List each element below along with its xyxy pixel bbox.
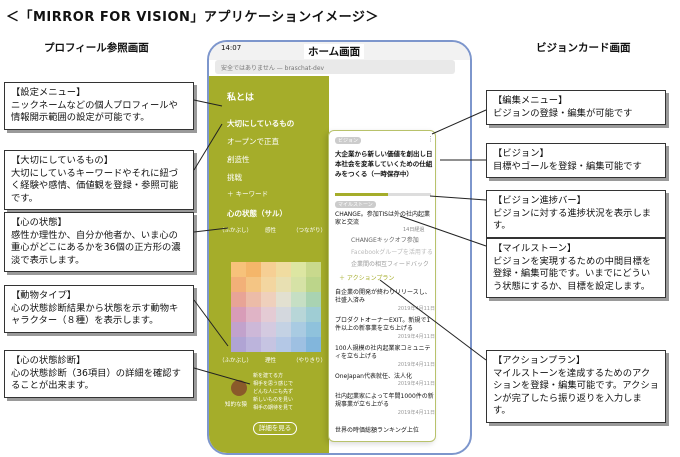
callout-action-plan: 【アクションプラン】マイルストーンを達成するためのアクションを登録・編集可能です… <box>486 350 666 423</box>
section-label-profile: プロフィール参照画面 <box>44 42 149 54</box>
milestone-link[interactable]: Facebookグループを活用する <box>351 249 433 256</box>
vision-label: ビジョン <box>335 137 362 144</box>
milestone-count: 14日経過 <box>403 227 425 233</box>
milestone-label: マイルストーン <box>335 201 376 208</box>
milestone-item[interactable]: CHANGE。参加TISは外の社内起業家と交流 <box>335 211 430 227</box>
list-item[interactable]: プロダクトオーナーEXIT。新規で1件以上の新事業を立ち上げる 2019年4月1… <box>335 317 435 340</box>
axis-label: （つながり） <box>293 228 327 234</box>
axis-label: （ふかぶし） <box>219 228 253 234</box>
status-time: 14:07 <box>221 44 242 52</box>
keyword-item[interactable]: オープンで正直 <box>227 137 280 146</box>
section-label-vision: ビジョンカード画面 <box>536 42 631 54</box>
callout-progress-bar: 【ビジョン進捗バー】ビジョンに対する進捗状況を表示します。 <box>486 190 666 238</box>
profile-title: 私とは <box>227 93 255 103</box>
callout-important: 【大切にしているもの】大切にしているキーワードやそれに紐づく経験や感情、価値観を… <box>4 150 194 211</box>
list-item[interactable]: 社内起業家によって年間1000件の新規事業が立ち上がる 2019年4月11日 <box>335 393 435 416</box>
heart-state-label: 心の状態（サル） <box>227 209 287 218</box>
detail-button[interactable]: 詳細を見る <box>253 422 297 435</box>
edit-menu-icon[interactable]: ⋮ <box>427 135 434 143</box>
url-text: 安全ではありません — braschat-dev <box>221 65 325 72</box>
monkey-icon <box>231 380 247 396</box>
animal-description: 新を建てる方 相手を思う感じで どんな人にも先ず 新しいものを見い 相手の期待を… <box>253 373 294 411</box>
callout-heart-state: 【心の状態】感性か理性か、自分か他者か、いま心の重心がどこにあるかを36個の正方… <box>4 212 194 273</box>
axis-label: 感性 <box>265 228 277 234</box>
url-bar[interactable]: 安全ではありません — braschat-dev <box>215 60 455 74</box>
keyword-item[interactable]: 挑戦 <box>227 173 242 182</box>
callout-animal-type: 【動物タイプ】心の状態診断結果から状態を示す動物キャラクター（８種）を表示します… <box>4 285 194 333</box>
milestone-link[interactable]: CHANGEキックオフ参加 <box>351 237 419 244</box>
milestone-link[interactable]: 企業間の相互フィードバック <box>351 261 429 268</box>
vision-text[interactable]: 大企業から新しい価値を創出し日本社会を変革していくための仕組みをつくる（一時保存… <box>335 150 433 179</box>
callout-vision: 【ビジョン】目標やゴールを登録・編集可能です <box>486 143 666 179</box>
vision-card: ビジョン ⋮ 大企業から新しい価値を創出し日本社会を変革していくための仕組みをつ… <box>328 130 436 442</box>
axis-label: （やりきり） <box>293 358 327 364</box>
page-title: ＜「MIRROR FOR VISION」アプリケーションイメージ＞ <box>6 10 379 25</box>
add-keyword-button[interactable]: ＋ キーワード <box>227 190 269 198</box>
add-action-plan-button[interactable]: ＋ アクションプラン <box>339 275 395 282</box>
vision-progress-bar <box>335 193 431 196</box>
axis-label: （ふかぶし） <box>219 358 253 364</box>
list-item[interactable]: OneJapan代表就任、法人化 2019年4月11日 <box>335 373 435 388</box>
profile-panel: 私とは 大切にしているもの オープンで正直 創造性 挑戦 ＋ キーワード 心の状… <box>209 76 329 453</box>
section-label-home: ホーム画面 <box>304 44 365 59</box>
keyword-item[interactable]: 創造性 <box>227 155 250 164</box>
list-item[interactable]: 自企業の開発が終わりリリースし、社盛入済み 2019年4月11日 <box>335 289 435 312</box>
list-item[interactable]: 100人規模の社内起業家コミュニティを立ち上げる 2019年4月11日 <box>335 345 435 368</box>
callout-heart-diagnosis: 【心の状態診断】心の状態診断（36項目）の詳細を確認することが出来ます。 <box>4 350 194 398</box>
callout-edit-menu: 【編集メニュー】ビジョンの登録・編集が可能です <box>486 90 666 126</box>
callout-milestone: 【マイルストーン】ビジョンを実現するための中間目標を登録・編集可能です。いまでに… <box>486 238 666 299</box>
axis-label: 理性 <box>265 358 277 364</box>
list-item[interactable]: 世界の時価総額ランキング上位 <box>335 427 419 434</box>
important-label: 大切にしているもの <box>227 119 295 128</box>
callout-settings-menu: 【設定メニュー】ニックネームなどの個人プロフィールや情報開示範囲の設定が可能です… <box>4 82 194 130</box>
animal-label: 知的な猿 <box>225 402 248 408</box>
heart-state-grid <box>231 262 321 352</box>
